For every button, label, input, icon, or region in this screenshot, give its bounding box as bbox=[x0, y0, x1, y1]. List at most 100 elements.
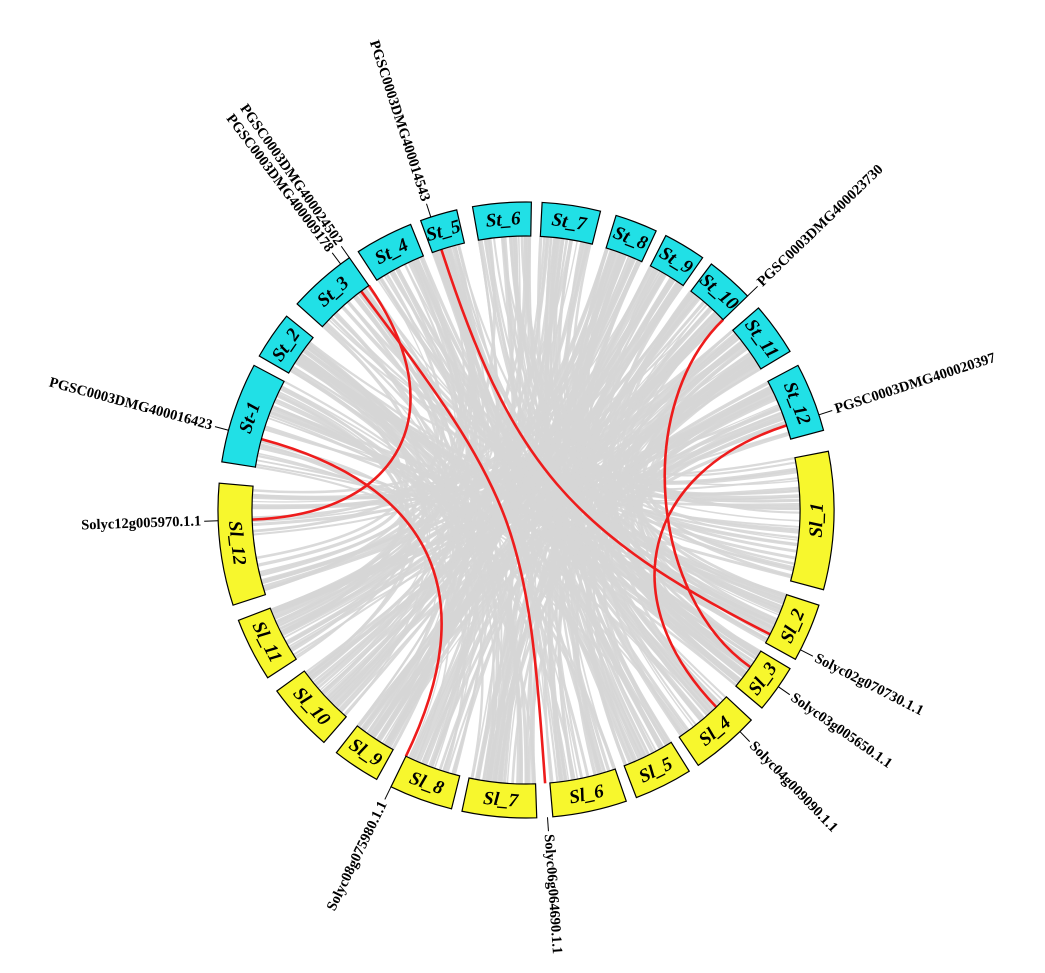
chromosome-box bbox=[767, 364, 825, 440]
syntenic-link bbox=[280, 359, 409, 635]
gene-leader-line bbox=[739, 731, 751, 742]
gene-label: PGSC0003DMG400020397 bbox=[833, 350, 998, 417]
chromosome-box bbox=[471, 201, 532, 241]
gene-label-group: PGSC0003DMG400014543 bbox=[366, 38, 433, 218]
highlighted-syntenic-link bbox=[440, 249, 771, 636]
chromosome-st_8: St_8 bbox=[605, 214, 657, 263]
syntenic-link bbox=[625, 382, 800, 531]
chromosome-box bbox=[221, 364, 285, 468]
highlighted-syntenic-link bbox=[360, 290, 547, 784]
gene-leader-line bbox=[426, 203, 432, 218]
syntenic-link bbox=[279, 387, 576, 780]
gene-label-group: Solyc08g075980.1.1 bbox=[324, 786, 392, 914]
gene-label-group: Solyc12g005970.1.1 bbox=[81, 513, 219, 534]
syntenic-link bbox=[631, 405, 781, 656]
syntenic-link bbox=[346, 300, 499, 782]
gene-label: Solyc12g005970.1.1 bbox=[81, 513, 202, 533]
chromosome-box bbox=[678, 696, 753, 767]
gene-label: Solyc03g005650.1.1 bbox=[788, 690, 896, 772]
highlighted-syntenic-link bbox=[260, 437, 443, 757]
syntenic-link bbox=[252, 329, 734, 500]
chromosome-label: Sl_12 bbox=[224, 520, 250, 567]
gene-label-group: PGSC0003DMG400024502 bbox=[236, 101, 350, 258]
gene-leader-line bbox=[818, 410, 833, 416]
syntenic-link bbox=[565, 241, 717, 708]
gene-leader-line bbox=[214, 426, 229, 431]
chromosome-sl_12: Sl_12 bbox=[217, 482, 267, 606]
syntenic-link bbox=[529, 236, 647, 757]
gene-label: PGSC0003DMG400009178 bbox=[223, 111, 337, 255]
chromosome-st_11: St_11 bbox=[731, 307, 791, 370]
syntenic-link bbox=[261, 251, 621, 584]
gene-label-group: Solyc06g064690.1.1 bbox=[541, 817, 565, 955]
chromosome-box bbox=[735, 650, 791, 709]
chromosome-sl_6: Sl_6 bbox=[549, 768, 628, 818]
chromosome-box bbox=[335, 725, 394, 781]
chromosome-label: St_6 bbox=[485, 208, 522, 232]
chromosome-box bbox=[539, 201, 602, 245]
syntenic-link bbox=[585, 432, 790, 766]
chromosome-st_6: St_6 bbox=[471, 201, 532, 241]
gene-label: PGSC0003DMG400024502 bbox=[236, 101, 346, 248]
syntenic-link bbox=[503, 276, 673, 784]
syntenic-link bbox=[383, 272, 665, 746]
gene-label-group: PGSC0003DMG400023730 bbox=[747, 162, 886, 297]
chromosome-st_7: St_7 bbox=[539, 201, 602, 245]
chromosome-box bbox=[419, 209, 466, 254]
highlighted-syntenic-link bbox=[252, 284, 412, 521]
gene-label-group: PGSC0003DMG400020397 bbox=[818, 350, 998, 417]
syntenic-link bbox=[377, 249, 481, 742]
syntenic-link bbox=[270, 267, 458, 611]
syntenic-link bbox=[571, 243, 753, 667]
chromosome-box bbox=[605, 214, 657, 263]
chromosome-box bbox=[731, 307, 791, 370]
gene-label-group: PGSC0003DMG400016423 bbox=[47, 375, 229, 434]
chromosome-st-1: St-1 bbox=[221, 364, 285, 468]
chromosome-box bbox=[549, 768, 628, 818]
gene-label-group: Solyc03g005650.1.1 bbox=[778, 686, 896, 772]
chromosome-box bbox=[789, 450, 835, 591]
highlighted-links bbox=[252, 249, 787, 784]
syntenic-link bbox=[361, 268, 658, 731]
gene-leader-line bbox=[340, 245, 350, 258]
syntenic-link bbox=[527, 361, 758, 784]
chromosome-sl_7: Sl_7 bbox=[461, 777, 538, 819]
background-links bbox=[251, 235, 801, 785]
syntenic-link bbox=[330, 389, 774, 705]
gene-leader-line bbox=[778, 686, 791, 696]
syntenic-link bbox=[329, 245, 476, 703]
chromosome-box bbox=[649, 234, 704, 287]
chromosome-box bbox=[275, 670, 348, 744]
gene-label: PGSC0003DMG400016423 bbox=[47, 375, 214, 434]
chromosome-sl_8: Sl_8 bbox=[390, 755, 461, 810]
gene-label: PGSC0003DMG400014543 bbox=[366, 38, 433, 203]
chromosome-box bbox=[623, 741, 691, 799]
chromosome-st_10: St_10 bbox=[690, 263, 749, 321]
chromosome-box bbox=[764, 593, 820, 661]
chromosome-box bbox=[217, 482, 267, 606]
syntenic-link bbox=[259, 443, 451, 762]
gene-leader-line bbox=[747, 285, 758, 297]
syntenic-link bbox=[272, 405, 709, 716]
chromosome-box bbox=[357, 223, 425, 282]
syntenic-link bbox=[273, 401, 471, 769]
syntenic-link bbox=[294, 361, 645, 759]
syntenic-link bbox=[251, 256, 634, 510]
gene-leader-line bbox=[546, 817, 549, 832]
chromosome-st_4: St_4 bbox=[357, 223, 425, 282]
chromosome-box bbox=[258, 315, 314, 374]
chromosome-box bbox=[461, 777, 538, 819]
syntenic-link bbox=[546, 237, 633, 764]
syntenic-link bbox=[513, 236, 646, 757]
syntenic-link bbox=[297, 356, 484, 779]
syntenic-link bbox=[292, 260, 642, 656]
gene-label: Solyc08g075980.1.1 bbox=[324, 799, 391, 914]
syntenic-link bbox=[536, 236, 670, 745]
syntenic-link bbox=[552, 396, 777, 783]
chromosome-label: Sl_7 bbox=[482, 788, 520, 812]
syntenic-link bbox=[586, 360, 758, 735]
chromosome-st_5: St_5 bbox=[419, 209, 466, 254]
chromosome-sl_9: Sl_9 bbox=[335, 725, 394, 781]
